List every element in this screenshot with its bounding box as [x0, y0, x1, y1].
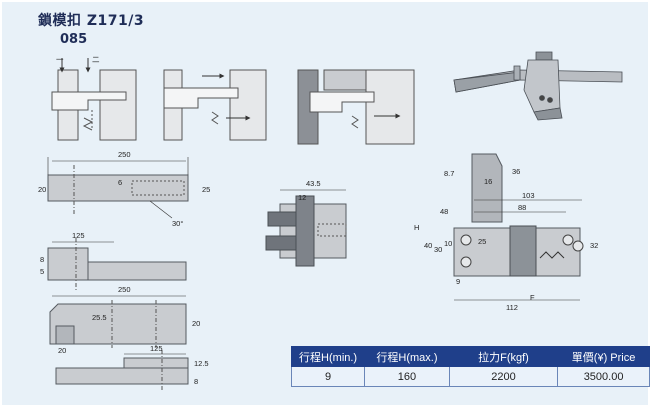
dim-8-a: 8 [40, 255, 44, 264]
dim-12-5: 12.5 [194, 359, 209, 368]
dim-20-left: 20 [38, 185, 46, 194]
step-label-2: 二 [92, 55, 100, 64]
dim-48: 48 [440, 207, 448, 216]
product-code: 085 [60, 32, 88, 47]
dim-88: 88 [518, 203, 526, 212]
dim-125-a: 125 [72, 231, 85, 240]
header-price: 單價(¥) Price [557, 346, 650, 367]
part-drawing-2: 125 8 5 [40, 231, 187, 290]
table-row: 9 160 2200 3500.00 [290, 366, 650, 387]
dim-16: 16 [484, 177, 492, 186]
dim-10: 10 [444, 239, 452, 248]
dim-30deg: 30° [172, 219, 183, 228]
spec-table: 行程H(min.) 行程H(max.) 拉力F(kgf) 單價(¥) Price… [290, 346, 650, 387]
dim-250-mid: 250 [118, 285, 131, 294]
dim-H: H [414, 223, 419, 232]
step-label-1: 一 [56, 55, 64, 64]
dim-F: F [530, 293, 535, 302]
dim-25-right: 25 [202, 185, 210, 194]
dim-125-b: 125 [150, 344, 163, 353]
part-drawing-assembly: 8.7 16 36 103 88 48 H 40 30 10 25 32 9 1… [414, 153, 598, 312]
dim-32: 32 [590, 241, 598, 250]
dim-25-5: 25.5 [92, 313, 107, 322]
spec-table-header-row: 行程H(min.) 行程H(max.) 拉力F(kgf) 單價(¥) Price [290, 346, 650, 367]
dim-30: 30 [434, 245, 442, 254]
dim-250-top: 250 [118, 150, 131, 159]
dim-40: 40 [424, 241, 432, 250]
dim-9: 9 [456, 277, 460, 286]
sequence-diagram-1: 一 二 [51, 55, 137, 141]
dim-6: 6 [118, 178, 122, 187]
dim-20-mid: 20 [58, 346, 66, 355]
dim-5: 5 [40, 267, 44, 276]
dim-12: 12 [298, 193, 306, 202]
product-title: 鎖模扣 Z171/3 [38, 13, 145, 29]
cell-price: 3500.00 [557, 366, 650, 387]
lock-3d-render-image [453, 51, 623, 121]
part-drawing-3: 250 25.5 20 20 [49, 285, 200, 355]
part-drawing-4: 125 12.5 8 [55, 344, 209, 392]
dim-8-b: 8 [194, 377, 198, 386]
header-pull-force: 拉力F(kgf) [448, 346, 559, 367]
dim-112: 112 [506, 303, 518, 312]
dim-8-7: 8.7 [444, 169, 454, 178]
sequence-diagram-2 [163, 69, 267, 141]
sequence-diagram-3 [297, 69, 415, 145]
dim-43-5: 43.5 [306, 179, 321, 188]
cell-pull-force: 2200 [448, 366, 559, 387]
part-drawing-1: 250 20 25 6 30° [38, 150, 210, 228]
dim-36: 36 [512, 167, 520, 176]
cell-stroke-max: 160 [364, 366, 450, 387]
cell-stroke-min: 9 [290, 366, 366, 387]
dim-103: 103 [522, 191, 535, 200]
part-drawing-bolt: 43.5 12 [265, 179, 347, 267]
dim-20-right: 20 [192, 319, 200, 328]
header-stroke-min: 行程H(min.) [290, 346, 366, 367]
header-stroke-max: 行程H(max.) [364, 346, 450, 367]
dim-25-c: 25 [478, 237, 486, 246]
